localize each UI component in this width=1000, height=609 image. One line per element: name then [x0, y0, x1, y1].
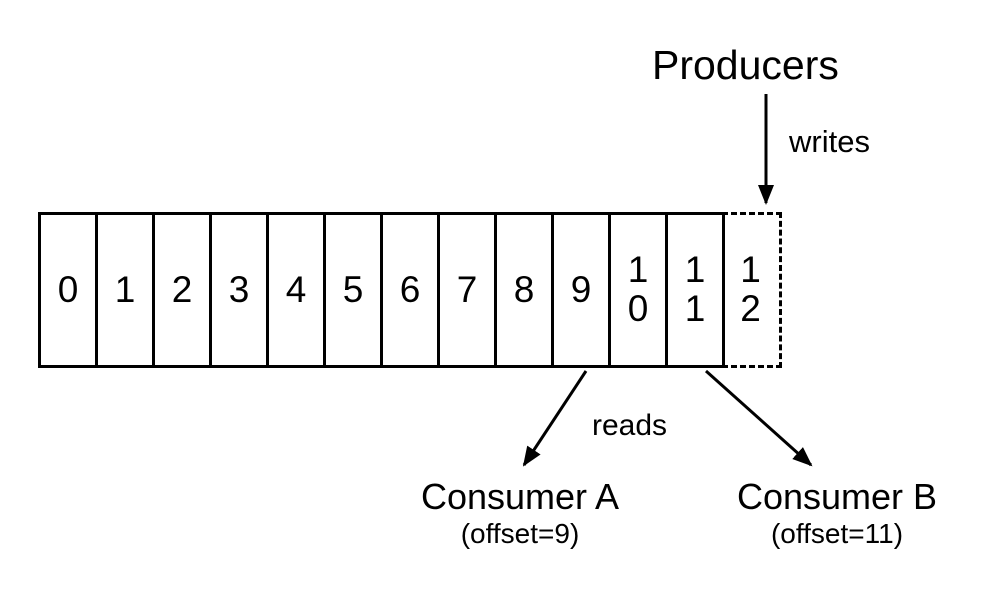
producers-label: Producers — [652, 42, 839, 88]
log-cell-7: 7 — [437, 212, 497, 368]
log-cell-4: 4 — [266, 212, 326, 368]
writes-label: writes — [789, 124, 870, 159]
log-cell-6: 6 — [380, 212, 440, 368]
consumer-a-label: Consumer A (offset=9) — [388, 477, 652, 550]
log-cell-2: 2 — [152, 212, 212, 368]
log-cell-3: 3 — [209, 212, 269, 368]
log-cell-9: 9 — [551, 212, 611, 368]
consumer-b-offset: (offset=11) — [770, 517, 904, 549]
consumer-a-offset: (offset=9) — [460, 517, 580, 549]
log-cell-0: 0 — [38, 212, 98, 368]
log-cell-12: 1 2 — [722, 212, 782, 368]
log-cell-1: 1 — [95, 212, 155, 368]
log-cell-11: 1 1 — [665, 212, 725, 368]
consumer-a-name: Consumer A — [420, 476, 620, 517]
consumer-b-arrow — [704, 369, 813, 467]
consumer-b-name: Consumer B — [736, 476, 938, 517]
consumer-a-arrow — [522, 370, 588, 467]
reads-label: reads — [592, 409, 668, 442]
log-cell-10: 1 0 — [608, 212, 668, 368]
log-cell-5: 5 — [323, 212, 383, 368]
consumer-b-label: Consumer B (offset=11) — [703, 477, 971, 550]
log-cell-8: 8 — [494, 212, 554, 368]
